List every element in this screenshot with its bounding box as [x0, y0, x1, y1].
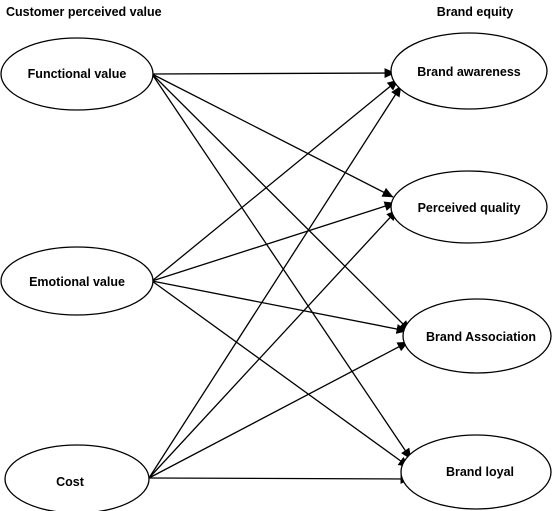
- node-ellipse: [400, 434, 552, 510]
- node-cost: Cost: [4, 444, 150, 511]
- arrow-emotional-to-loyal: [151, 280, 410, 468]
- target-nodes: Brand awareness Perceived quality Brand …: [390, 32, 552, 510]
- arrow-emotional-to-quality: [151, 201, 396, 282]
- source-nodes: Functional value Emotional value Cost: [0, 37, 154, 511]
- arrow-functional-to-awareness: [151, 68, 396, 78]
- heading-brand-equity: Brand equity: [437, 5, 513, 19]
- node-brand-awareness: Brand awareness: [390, 32, 548, 110]
- node-ellipse: [4, 444, 150, 511]
- node-label: Emotional value: [29, 275, 125, 289]
- node-perceived-quality: Perceived quality: [390, 170, 548, 244]
- arrow-functional-to-loyal: [151, 73, 412, 460]
- node-label: Cost: [56, 475, 85, 489]
- arrows-group: [148, 68, 412, 484]
- node-ellipse: [390, 170, 548, 244]
- node-brand-loyal: Brand loyal: [400, 434, 552, 510]
- node-emotional-value: Emotional value: [0, 246, 154, 316]
- node-label: Perceived quality: [418, 201, 521, 215]
- node-ellipse: [0, 37, 154, 111]
- arrow-functional-to-association: [151, 73, 411, 332]
- arrow-emotional-to-association: [151, 280, 408, 334]
- node-brand-association: Brand Association: [402, 298, 552, 374]
- node-label: Brand Association: [426, 330, 536, 344]
- arrow-cost-to-loyal: [148, 474, 412, 484]
- node-ellipse: [0, 246, 154, 316]
- node-label: Brand loyal: [446, 465, 514, 479]
- heading-customer-perceived-value: Customer perceived value: [6, 5, 162, 19]
- node-label: Brand awareness: [417, 65, 521, 79]
- node-label: Functional value: [28, 67, 127, 81]
- arrow-cost-to-quality: [148, 209, 398, 479]
- arrow-cost-to-association: [148, 341, 409, 479]
- node-ellipse: [402, 298, 552, 374]
- arrow-cost-to-awareness: [148, 85, 402, 479]
- node-functional-value: Functional value: [0, 37, 154, 111]
- node-ellipse: [390, 32, 548, 110]
- arrow-functional-to-quality: [151, 73, 394, 198]
- arrow-emotional-to-awareness: [151, 79, 399, 282]
